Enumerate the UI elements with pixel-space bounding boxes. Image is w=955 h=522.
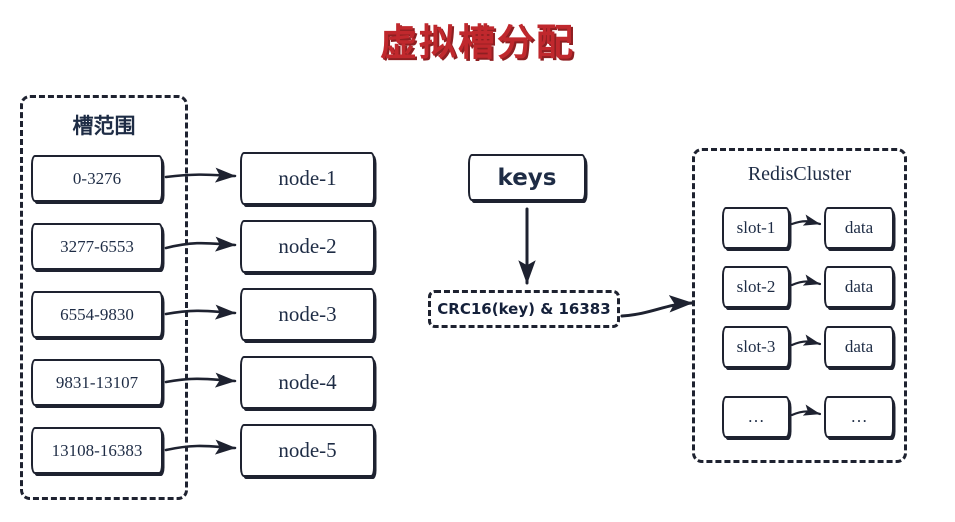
cluster-data-box-3: data <box>824 326 894 368</box>
slot-range-label: 9831-13107 <box>55 372 139 392</box>
cluster-data-label: data <box>844 218 874 237</box>
slot-range-label: 13108-16383 <box>51 440 143 460</box>
cluster-data-label: data <box>844 277 874 296</box>
cluster-data-label: data <box>844 337 874 356</box>
cluster-slot-label: slot-3 <box>736 337 776 356</box>
arrow-hash-to-cluster <box>620 295 694 318</box>
slot-range-box-5: 13108-16383 <box>31 427 163 474</box>
slot-range-label: 3277-6553 <box>60 236 134 256</box>
slot-range-group-label: 槽范围 <box>72 114 136 138</box>
keys-label: keys <box>497 164 557 191</box>
redis-cluster-group-label: RedisCluster <box>747 163 852 185</box>
cluster-data-box-4: … <box>824 396 894 438</box>
cluster-slot-label: slot-1 <box>736 218 776 237</box>
node-box-1: node-1 <box>240 152 375 205</box>
hash-formula-box: CRC16(key) & 16383 <box>428 290 620 328</box>
cluster-data-box-2: data <box>824 266 894 308</box>
cluster-slot-label: slot-2 <box>736 277 776 296</box>
node-box-4: node-4 <box>240 356 375 409</box>
cluster-slot-label: … <box>747 407 765 426</box>
node-box-5: node-5 <box>240 424 375 477</box>
cluster-slot-box-3: slot-3 <box>722 326 790 368</box>
slot-range-label: 0-3276 <box>72 168 122 188</box>
cluster-data-label: … <box>850 407 868 426</box>
node-label: node-4 <box>278 370 337 394</box>
slot-range-box-3: 6554-9830 <box>31 291 163 338</box>
keys-box: keys <box>468 154 586 201</box>
redis-cluster-group <box>692 148 907 463</box>
cluster-slot-box-1: slot-1 <box>722 207 790 249</box>
node-label: node-1 <box>278 166 337 190</box>
slot-range-label: 6554-9830 <box>60 304 134 324</box>
slot-range-group <box>20 95 188 500</box>
slot-range-box-1: 0-3276 <box>31 155 163 202</box>
hash-formula-label: CRC16(key) & 16383 <box>437 300 611 318</box>
node-label: node-5 <box>278 438 337 462</box>
node-label: node-2 <box>278 234 337 258</box>
node-label: node-3 <box>278 302 337 326</box>
page-title: 虚拟槽分配 <box>380 21 575 64</box>
slot-range-box-4: 9831-13107 <box>31 359 163 406</box>
cluster-data-box-1: data <box>824 207 894 249</box>
cluster-slot-box-4: … <box>722 396 790 438</box>
node-box-3: node-3 <box>240 288 375 341</box>
cluster-slot-box-2: slot-2 <box>722 266 790 308</box>
node-box-2: node-2 <box>240 220 375 273</box>
slot-range-box-2: 3277-6553 <box>31 223 163 270</box>
